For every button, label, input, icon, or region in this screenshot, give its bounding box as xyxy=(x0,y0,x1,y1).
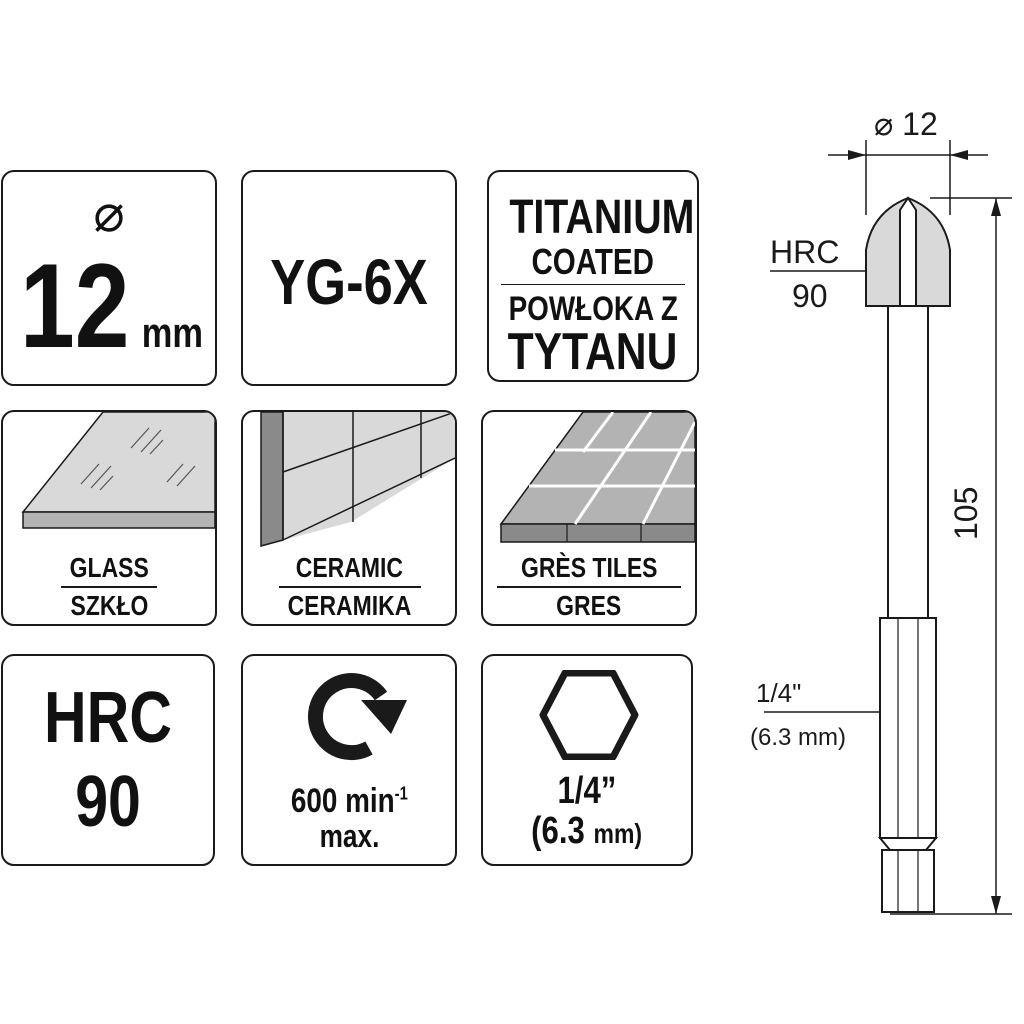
shank-metric-label: (6.3 mm) xyxy=(750,724,846,751)
hardness-tile: HRC 90 xyxy=(1,654,215,866)
ceramic-label-pl: CERAMIKA xyxy=(287,590,411,621)
glass-sheet-icon xyxy=(21,412,215,529)
speed-tile: 600 min-1 max. xyxy=(241,654,457,866)
speed-value: 600 min xyxy=(290,782,395,820)
shank-metric: (6.3 mm) xyxy=(531,810,643,852)
shank-groove xyxy=(877,837,939,851)
hardness-line-2: 90 xyxy=(75,762,141,842)
speed-value-line: 600 min-1 xyxy=(243,784,455,818)
diameter-unit: mm xyxy=(142,309,204,356)
speed-qualifier: max. xyxy=(319,818,379,854)
gres-tile: GRÈS TILES GRES xyxy=(481,410,697,626)
ceramic-wall-icon xyxy=(260,412,455,547)
diameter-symbol: ⌀ xyxy=(93,185,125,243)
shank-size: 1/4” xyxy=(557,770,617,812)
length-label: 105 xyxy=(948,486,984,540)
shank-end xyxy=(881,849,935,913)
diameter-value: 12 xyxy=(19,239,130,373)
glass-label-en: GLASS xyxy=(69,552,149,583)
tip-center-wing xyxy=(899,196,917,307)
ceramic-tile: CERAMIC CERAMIKA xyxy=(241,410,457,626)
rotation-arrow-icon xyxy=(307,673,407,761)
tip-hardness-value: 90 xyxy=(792,278,828,314)
coating-line-1: TITANIUM xyxy=(509,191,695,244)
ceramic-divider xyxy=(279,586,421,588)
gres-label-en: GRÈS TILES xyxy=(520,552,658,583)
drill-bit-drawing xyxy=(764,140,1012,915)
glass-tile: GLASS SZKŁO xyxy=(1,410,217,626)
coating-tile: TITANIUM COATED POWŁOKA Z TYTANU xyxy=(487,170,699,382)
tip-diameter-label: ⌀ 12 xyxy=(874,106,938,142)
material-grade-label: YG-6X xyxy=(270,246,428,318)
gres-floor-icon xyxy=(499,412,695,543)
glass-divider xyxy=(61,586,157,588)
hexagon-icon xyxy=(539,670,639,760)
glass-label-pl: SZKŁO xyxy=(70,590,148,621)
coating-line-3: POWŁOKA Z xyxy=(508,290,678,328)
ceramic-label-en: CERAMIC xyxy=(295,552,403,583)
coating-line-4: TYTANU xyxy=(508,323,678,381)
tip-hardness-label: HRC xyxy=(770,234,840,270)
shank-tile: 1/4” (6.3 mm) xyxy=(481,654,693,866)
coating-line-2: COATED xyxy=(531,241,655,282)
material-grade-tile: YG-6X xyxy=(241,170,457,386)
speed-exponent: -1 xyxy=(394,783,408,804)
coating-divider xyxy=(501,284,685,285)
hardness-line-1: HRC xyxy=(44,678,172,758)
drill-shaft xyxy=(887,305,929,619)
gres-divider xyxy=(497,586,681,588)
gres-label-pl: GRES xyxy=(556,590,622,621)
hex-shank xyxy=(879,617,937,839)
shank-size-label: 1/4" xyxy=(756,678,802,708)
